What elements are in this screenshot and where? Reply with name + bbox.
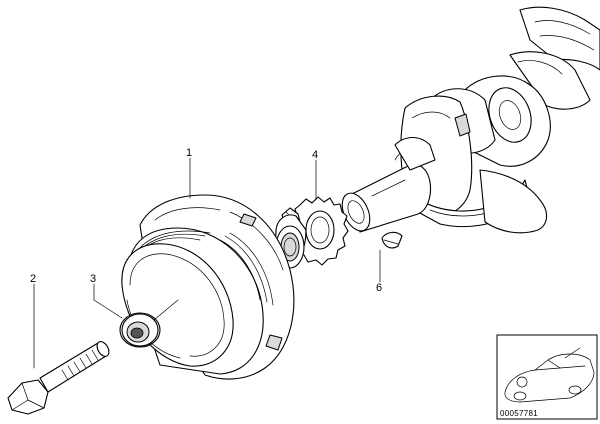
leader-line-3b [93,299,123,319]
callout-4: 4 [312,149,318,161]
callout-1: 1 [186,147,192,159]
sprocket [274,196,349,269]
washer [119,312,161,348]
callout-2: 2 [30,273,36,285]
callout-3: 3 [90,273,96,285]
inset-frame [496,334,598,420]
hex-bolt [7,341,110,415]
crankshaft [341,6,600,234]
vibration-damper [121,194,295,380]
woodruff-key [381,231,403,249]
reference-number: 00057781 [500,409,538,418]
car-outline-icon [504,347,595,403]
callout-6: 6 [376,282,382,294]
car-inset: 00057781 [496,334,598,420]
leader-lines [33,157,381,369]
